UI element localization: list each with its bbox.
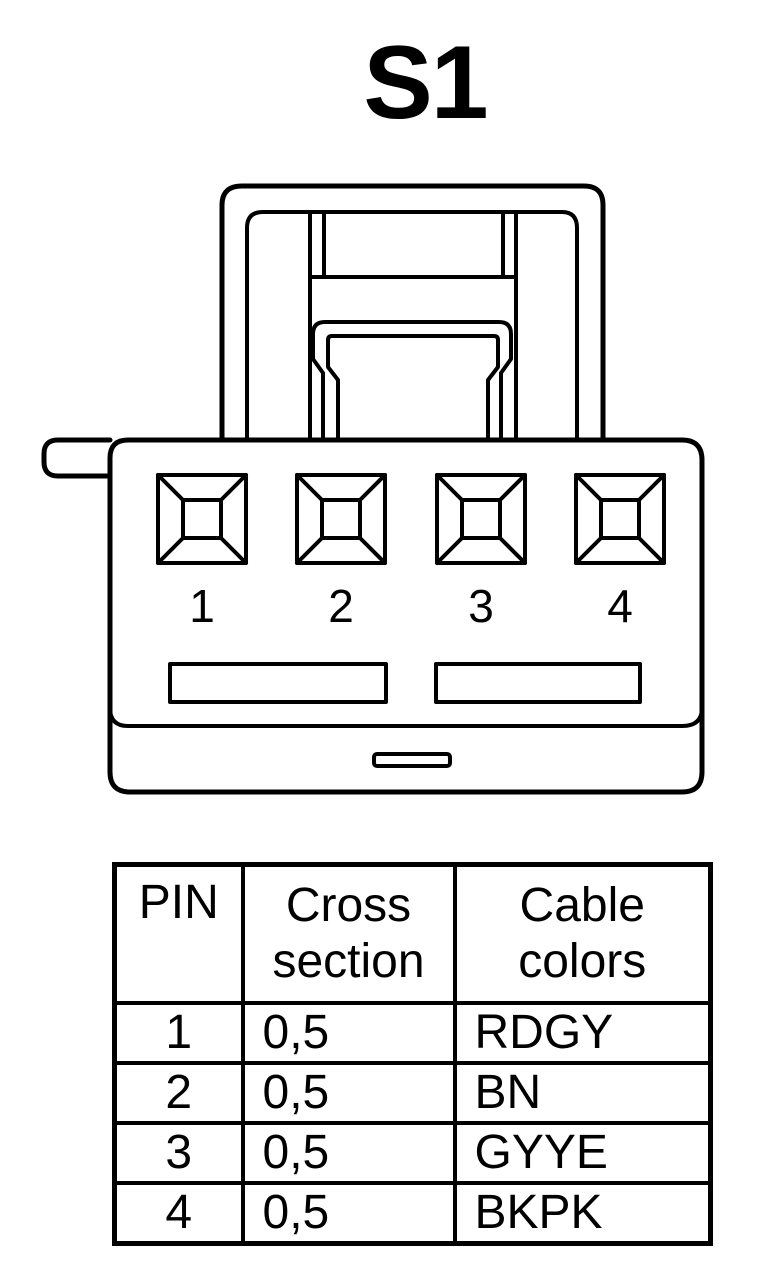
cell-cable-colors: BN	[452, 1061, 713, 1125]
header-pin: PIN	[112, 862, 245, 1005]
header-cable-colors-line1: Cable	[519, 879, 645, 932]
table-row: 3 0,5 GYYE	[112, 1121, 713, 1185]
cell-pin: 3	[112, 1121, 245, 1185]
cell-cross-section: 0,5	[240, 1001, 457, 1065]
header-cross-section-line1: Cross	[285, 879, 412, 932]
header-cross-section-line2: section	[272, 935, 425, 988]
pin-label-3: 3	[468, 580, 494, 632]
header-cable-colors-line2: colors	[518, 935, 647, 988]
pin-cavity-3	[435, 473, 527, 565]
cell-pin: 4	[112, 1181, 245, 1246]
side-tab	[41, 437, 113, 479]
pin-cavity-1	[156, 473, 248, 565]
cell-cable-colors: RDGY	[452, 1001, 713, 1065]
pin-table: PIN Cross section Cable colors 1 0,5 RDG…	[112, 862, 713, 1246]
cell-pin: 2	[112, 1061, 245, 1125]
table-header-row: PIN Cross section Cable colors	[112, 862, 713, 1005]
slot-right	[434, 662, 642, 704]
cell-cross-section: 0,5	[240, 1061, 457, 1125]
header-cross-section: Cross section	[240, 862, 457, 1005]
table-row: 1 0,5 RDGY	[112, 1001, 713, 1065]
pin-label-1: 1	[189, 580, 215, 632]
cell-pin: 1	[112, 1001, 245, 1065]
cell-cross-section: 0,5	[240, 1121, 457, 1185]
latch-inner	[245, 210, 579, 442]
latch-tongue	[308, 210, 518, 442]
slot-left	[168, 662, 388, 704]
pin-cavity-2	[295, 473, 387, 565]
bottom-notch	[372, 752, 452, 768]
table-row: 4 0,5 BKPK	[112, 1181, 713, 1246]
pin-label-2: 2	[328, 580, 354, 632]
pin-cavities	[156, 473, 666, 565]
latch-outer	[219, 183, 606, 443]
pin-label-4: 4	[607, 580, 633, 632]
cell-cable-colors: BKPK	[452, 1181, 713, 1246]
housing-front	[108, 706, 704, 728]
connector-title: S1	[363, 25, 488, 141]
pin-cavity-4	[574, 473, 666, 565]
table-row: 2 0,5 BN	[112, 1061, 713, 1125]
cell-cable-colors: GYYE	[452, 1121, 713, 1185]
housing-outline	[107, 437, 705, 795]
header-cable-colors: Cable colors	[452, 862, 713, 1005]
cell-cross-section: 0,5	[240, 1181, 457, 1246]
